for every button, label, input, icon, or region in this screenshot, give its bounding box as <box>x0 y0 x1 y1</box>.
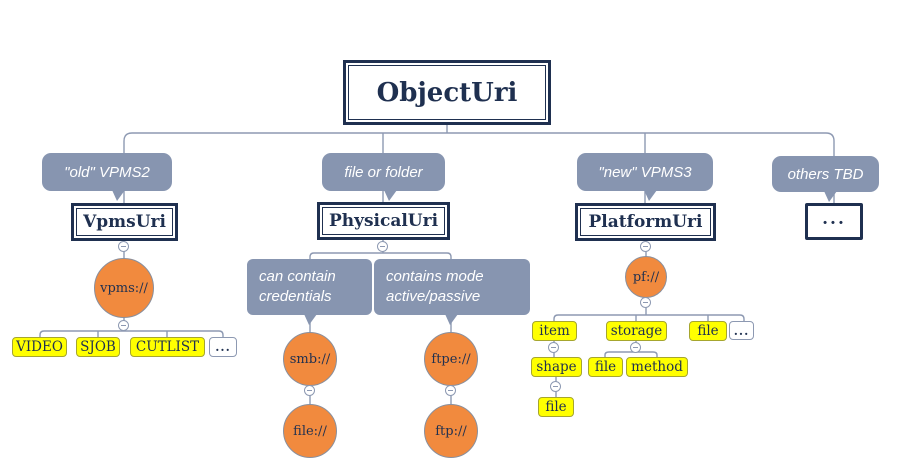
node-method[interactable]: method <box>626 357 688 377</box>
node-others-dots[interactable]: ... <box>805 203 863 240</box>
callout-tail <box>445 314 458 325</box>
node-shape[interactable]: shape <box>531 357 582 377</box>
callout-tail <box>644 190 657 201</box>
node-scheme-ftpe[interactable]: ftpe:// <box>424 332 478 386</box>
note-label: can contain credentials <box>259 268 336 306</box>
node-types-more[interactable]: ... <box>209 337 237 357</box>
callout-file-or-folder-label: file or folder <box>344 163 423 181</box>
callout-tail <box>384 190 397 201</box>
minus-icon <box>551 346 556 349</box>
minus-icon <box>307 389 312 392</box>
callout-tail <box>824 191 837 202</box>
collapse-toggle[interactable] <box>118 241 129 252</box>
node-scheme-ftp[interactable]: ftp:// <box>424 404 478 458</box>
node-scheme-smb[interactable]: smb:// <box>283 332 337 386</box>
node-scheme-file[interactable]: file:// <box>283 404 337 458</box>
node-type-video[interactable]: VIDEO <box>12 337 67 357</box>
callout-others-tbd[interactable]: others TBD <box>772 156 879 202</box>
node-type-sjob[interactable]: SJOB <box>76 337 120 357</box>
node-objecturi[interactable]: ObjectUri <box>343 60 551 125</box>
minus-icon <box>643 245 648 248</box>
callout-others-tbd-label: others TBD <box>787 165 864 183</box>
node-storage[interactable]: storage <box>606 321 667 341</box>
node-scheme-vpms[interactable]: vpms:// <box>94 258 154 318</box>
callout-tail <box>112 190 125 201</box>
minus-icon <box>553 385 558 388</box>
node-physicaluri[interactable]: PhysicalUri <box>317 202 450 240</box>
collapse-toggle[interactable] <box>548 342 559 353</box>
note-can-contain-credentials[interactable]: can contain credentials <box>247 259 372 325</box>
callout-new-vpms3-label: "new" VPMS3 <box>598 163 692 181</box>
note-label: contains mode active/passive <box>386 268 484 306</box>
node-type-cutlist[interactable]: CUTLIST <box>130 337 205 357</box>
collapse-toggle[interactable] <box>630 342 641 353</box>
collapse-toggle[interactable] <box>550 381 561 392</box>
link-root-to-branches <box>123 124 835 204</box>
node-scheme-pf[interactable]: pf:// <box>625 256 667 298</box>
node-file[interactable]: file <box>689 321 727 341</box>
collapse-toggle[interactable] <box>640 297 651 308</box>
callout-tail <box>304 314 317 325</box>
collapse-toggle[interactable] <box>118 320 129 331</box>
node-platformuri[interactable]: PlatformUri <box>575 203 716 241</box>
minus-icon <box>643 301 648 304</box>
callout-old-vpms2[interactable]: "old" VPMS2 <box>42 153 172 201</box>
callout-old-vpms2-label: "old" VPMS2 <box>64 163 150 181</box>
node-storage-file[interactable]: file <box>588 357 623 377</box>
node-platform-more[interactable]: ... <box>729 321 754 340</box>
callout-file-or-folder[interactable]: file or folder <box>322 153 445 201</box>
node-vpmsuri[interactable]: VpmsUri <box>71 203 178 241</box>
minus-icon <box>448 389 453 392</box>
minus-icon <box>380 245 385 248</box>
collapse-toggle[interactable] <box>377 241 388 252</box>
node-shape-file[interactable]: file <box>538 397 574 417</box>
collapse-toggle[interactable] <box>445 385 456 396</box>
minus-icon <box>121 245 126 248</box>
node-item[interactable]: item <box>532 321 577 341</box>
collapse-toggle[interactable] <box>640 241 651 252</box>
callout-new-vpms3[interactable]: "new" VPMS3 <box>577 153 713 201</box>
minus-icon <box>633 346 638 349</box>
collapse-toggle[interactable] <box>304 385 315 396</box>
note-contains-mode[interactable]: contains mode active/passive <box>374 259 530 325</box>
minus-icon <box>121 324 126 327</box>
